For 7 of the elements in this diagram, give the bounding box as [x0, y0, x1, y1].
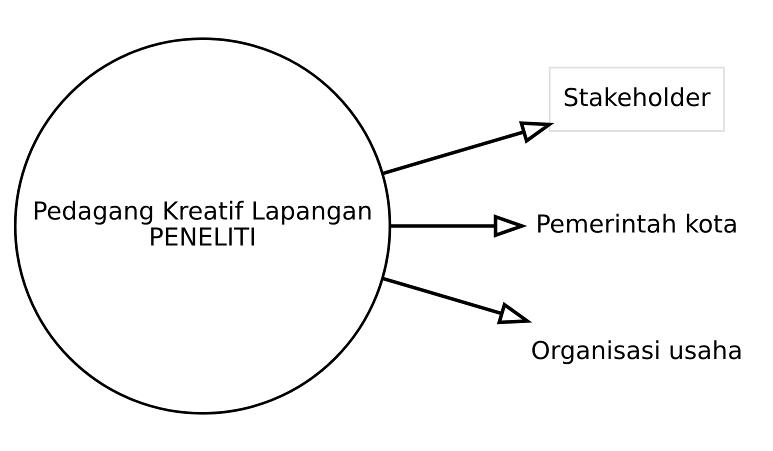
arrow [382, 276, 532, 324]
arrow [382, 120, 554, 175]
arrow [390, 214, 528, 238]
node-box: Stakeholder [548, 66, 725, 132]
node-circle: Pedagang Kreatif Lapangan PENELITI [14, 36, 392, 414]
node-text: Pemerintah kota [536, 209, 738, 238]
node-text: Organisasi usaha [530, 336, 743, 365]
